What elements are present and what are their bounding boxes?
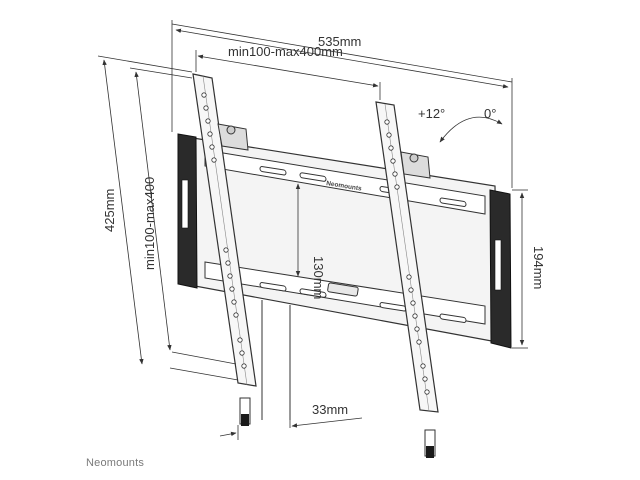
vesa-vertical-label: min100-max400 xyxy=(142,177,157,270)
wall-spacer xyxy=(261,300,291,420)
tilt-upright-label: 0° xyxy=(484,106,496,121)
end-cap-right xyxy=(489,189,512,349)
footer-brand: Neomounts xyxy=(86,457,144,469)
rail-spacing-label: 130mm xyxy=(311,256,326,299)
vesa-arm-left xyxy=(192,73,257,426)
total-width-label: 535mm xyxy=(318,34,361,49)
tilt-forward-label: +12° xyxy=(418,106,445,121)
plate-height-label: 194mm xyxy=(531,246,546,289)
vesa-arm-right xyxy=(375,101,439,458)
wall-distance-label: 33mm xyxy=(312,402,348,417)
dimension-lines xyxy=(97,20,528,440)
total-height-label: 425mm xyxy=(102,189,117,232)
vesa-horizontal-label: min100-max400mm xyxy=(228,44,343,59)
end-cap-left xyxy=(177,133,198,289)
